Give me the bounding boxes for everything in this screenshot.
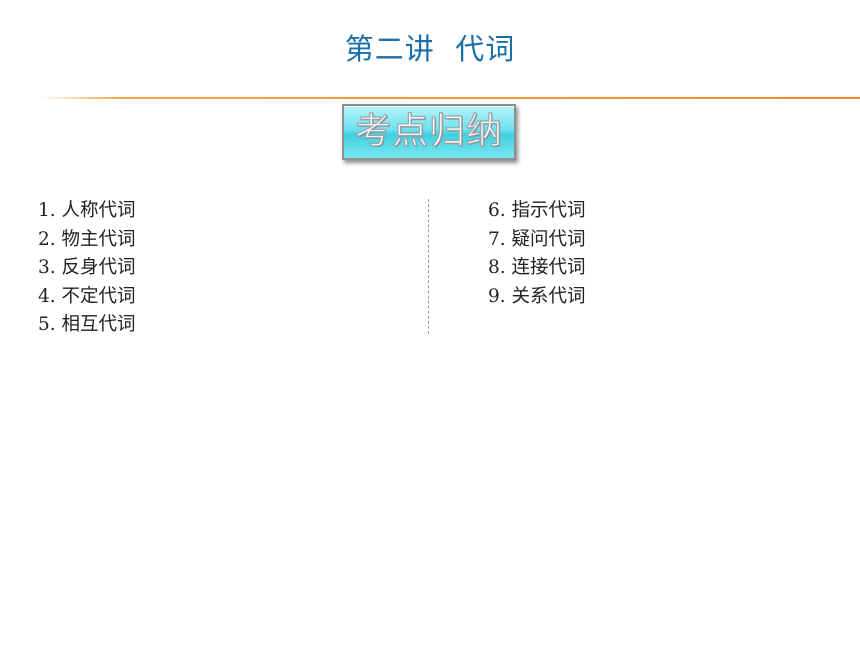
list-item: 6. 指示代词 [488,200,586,221]
list-item: 4. 不定代词 [38,285,136,307]
section-badge-label: 考点归纳 [354,111,503,152]
list-item: 9. 关系代词 [488,285,586,307]
list-item: 2. 物主代词 [38,228,136,250]
list-item: 8. 连接代词 [488,257,586,278]
page-title: 第二讲 代词 [344,32,516,66]
list-item: 7. 疑问代词 [488,228,586,250]
title-underline [40,97,860,99]
list-item: 1. 人称代词 [38,200,136,221]
list-item: 3. 反身代词 [38,257,136,278]
topic-list-right: 6. 指示代词 7. 疑问代词 8. 连接代词 9. 关系代词 [488,197,586,311]
section-badge: 考点归纳 [342,104,516,160]
topic-list-left: 1. 人称代词 2. 物主代词 3. 反身代词 4. 不定代词 5. 相互代词 [38,197,136,340]
column-divider [428,199,429,334]
list-item: 5. 相互代词 [38,314,136,335]
